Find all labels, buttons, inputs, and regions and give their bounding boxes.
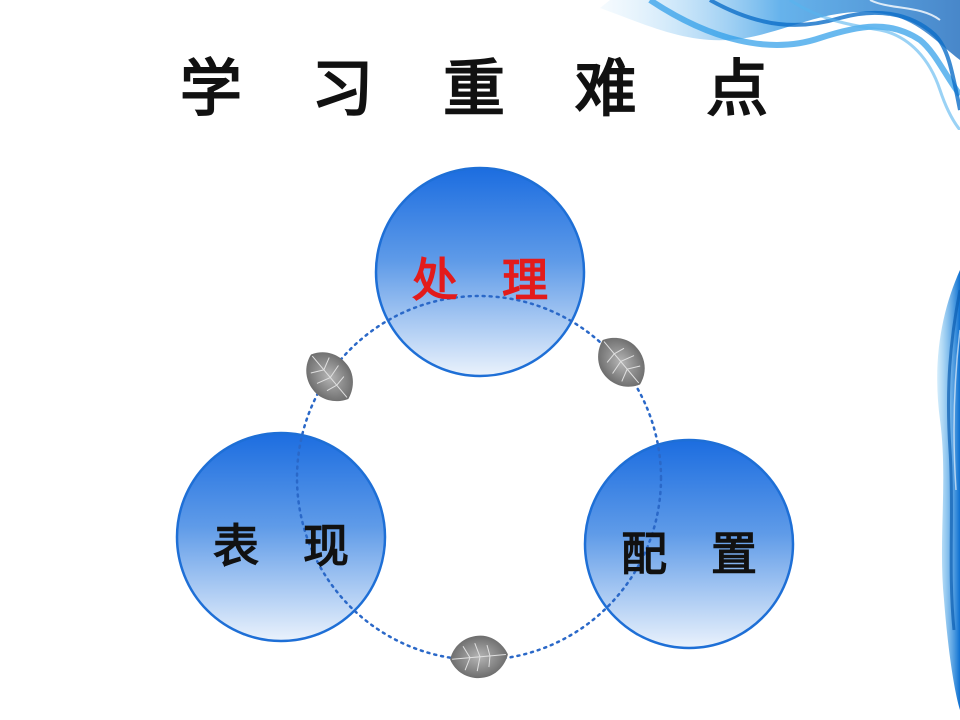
leaf-icon bbox=[306, 352, 353, 402]
leaf-icon bbox=[450, 635, 508, 679]
node-label-right: 配 置 bbox=[620, 527, 771, 581]
leaf-icon bbox=[598, 337, 645, 387]
cycle-node-left bbox=[175, 431, 387, 643]
slide-title: 学 习 重 难 点 bbox=[179, 52, 793, 125]
cycle-node-top bbox=[374, 166, 586, 378]
cycle-node-right bbox=[583, 438, 795, 650]
node-label-top: 处 理 bbox=[411, 253, 562, 307]
node-label-left: 表 现 bbox=[212, 519, 363, 573]
